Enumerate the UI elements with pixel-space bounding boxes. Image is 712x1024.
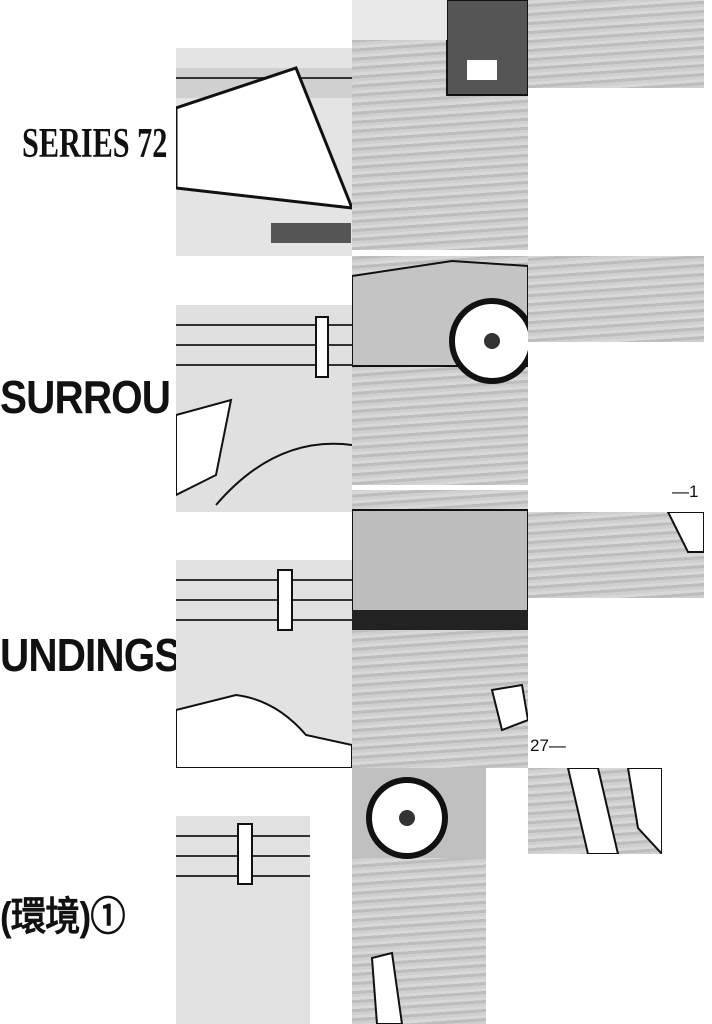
panel-tile-road-1: [528, 0, 704, 88]
panel-tile-guardrail-4: [176, 816, 310, 1024]
series-title: SERIES 72 S: [22, 121, 192, 167]
title-line-kankyo: (環境)①: [0, 895, 126, 939]
page-number: 27—: [530, 736, 566, 755]
panel-tile-road-4: [528, 768, 662, 854]
panel-tile-car-rear: [352, 0, 528, 250]
title-line-undings: UNDINGS(: [0, 629, 194, 681]
page-mark-one: —1: [672, 482, 699, 501]
panel-tile-guardrail-2: [176, 305, 352, 512]
panel-tile-car-front-wheel: [352, 256, 528, 485]
panel-tile-road-2: [528, 256, 704, 342]
panel-tile-car-door: [352, 490, 528, 768]
panel-tile-guardrail-1: [176, 48, 352, 256]
panel-tile-road-3: [528, 512, 704, 598]
title-line-surrou: SURROU: [0, 371, 171, 423]
panel-tile-guardrail-3: [176, 560, 352, 768]
panel-tile-car-rear-wheel: [352, 768, 486, 1024]
